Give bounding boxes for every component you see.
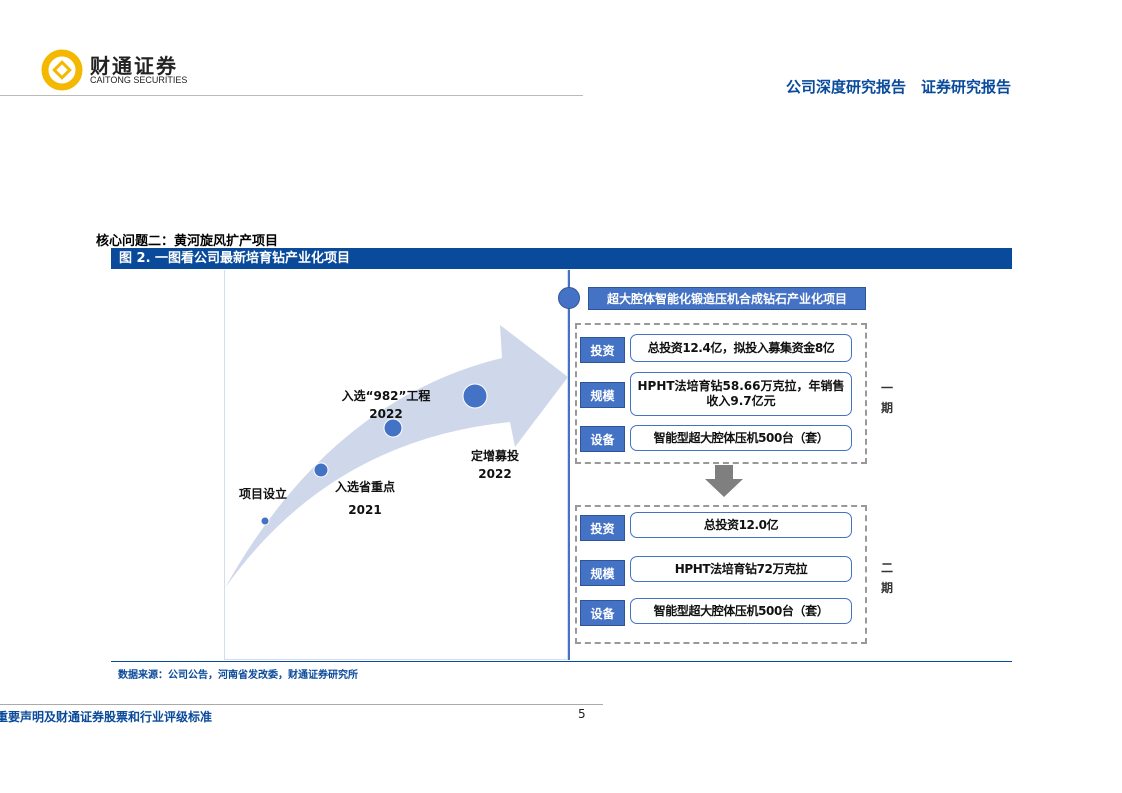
phase1-label: 一期 [880, 381, 893, 415]
source-divider [111, 661, 1012, 662]
phase1-scale: HPHT法培育钻58.66万克拉，年销售收入9.7亿元 [630, 372, 852, 416]
phase1-tag-equipment: 设备 [580, 426, 625, 452]
phase2-tag-investment: 投资 [580, 515, 625, 541]
phase2-box [575, 505, 867, 644]
phase2-investment: 总投资12.0亿 [630, 512, 852, 538]
phase1-investment: 总投资12.4亿，拟投入募集资金8亿 [630, 334, 852, 362]
phase1-tag-scale: 规模 [580, 382, 625, 408]
logo-icon [41, 49, 83, 91]
timeline-panel [224, 270, 568, 660]
milestone-dot [462, 383, 488, 409]
phase2-equipment: 智能型超大腔体压机500台（套） [630, 598, 852, 624]
phase2-tag-equipment: 设备 [580, 600, 625, 626]
phase2-tag-scale: 规模 [580, 560, 625, 586]
milestone-label: 定增募投 [470, 449, 519, 463]
milestone-dot [260, 516, 270, 526]
footer-disclaimer-link[interactable]: 重要声明及财通证券股票和行业评级标准 [0, 710, 213, 724]
vertical-divider [568, 270, 570, 660]
phase2-label: 二期 [880, 561, 893, 595]
milestone-label: 入选“982”工程 [341, 389, 431, 403]
phase1-box [575, 323, 867, 464]
phase1-tag-investment: 投资 [580, 337, 625, 363]
header-divider [0, 95, 583, 96]
milestone-dot [313, 462, 329, 478]
milestone-year: 2022 [369, 407, 403, 421]
milestone-year: 2022 [478, 467, 512, 481]
milestone-dot [383, 418, 403, 438]
milestone-year: 2021 [348, 503, 382, 517]
milestone-label: 项目设立 [238, 487, 287, 501]
project-dot [558, 287, 580, 309]
section-title: 核心问题二：黄河旋风扩产项目 [96, 234, 279, 249]
phase2-scale: HPHT法培育钻72万克拉 [630, 556, 852, 582]
logo-subtext: CAITONG SECURITIES [90, 75, 188, 85]
milestone-label: 入选省重点 [334, 480, 395, 494]
down-arrow-icon [705, 465, 743, 497]
phase1-equipment: 智能型超大腔体压机500台（套） [630, 425, 852, 451]
logo-text: 财通证券 [90, 54, 178, 78]
page-number: 5 [578, 707, 586, 721]
report-type: 公司深度研究报告 证券研究报告 [786, 78, 1012, 96]
figure-title: 图 2. 一图看公司最新培育钻产业化项目 [111, 248, 1012, 269]
source-note: 数据来源：公司公告，河南省发改委，财通证券研究所 [118, 670, 358, 681]
project-title: 超大腔体智能化锻造压机合成钻石产业化项目 [588, 287, 866, 310]
footer-divider [0, 704, 603, 705]
